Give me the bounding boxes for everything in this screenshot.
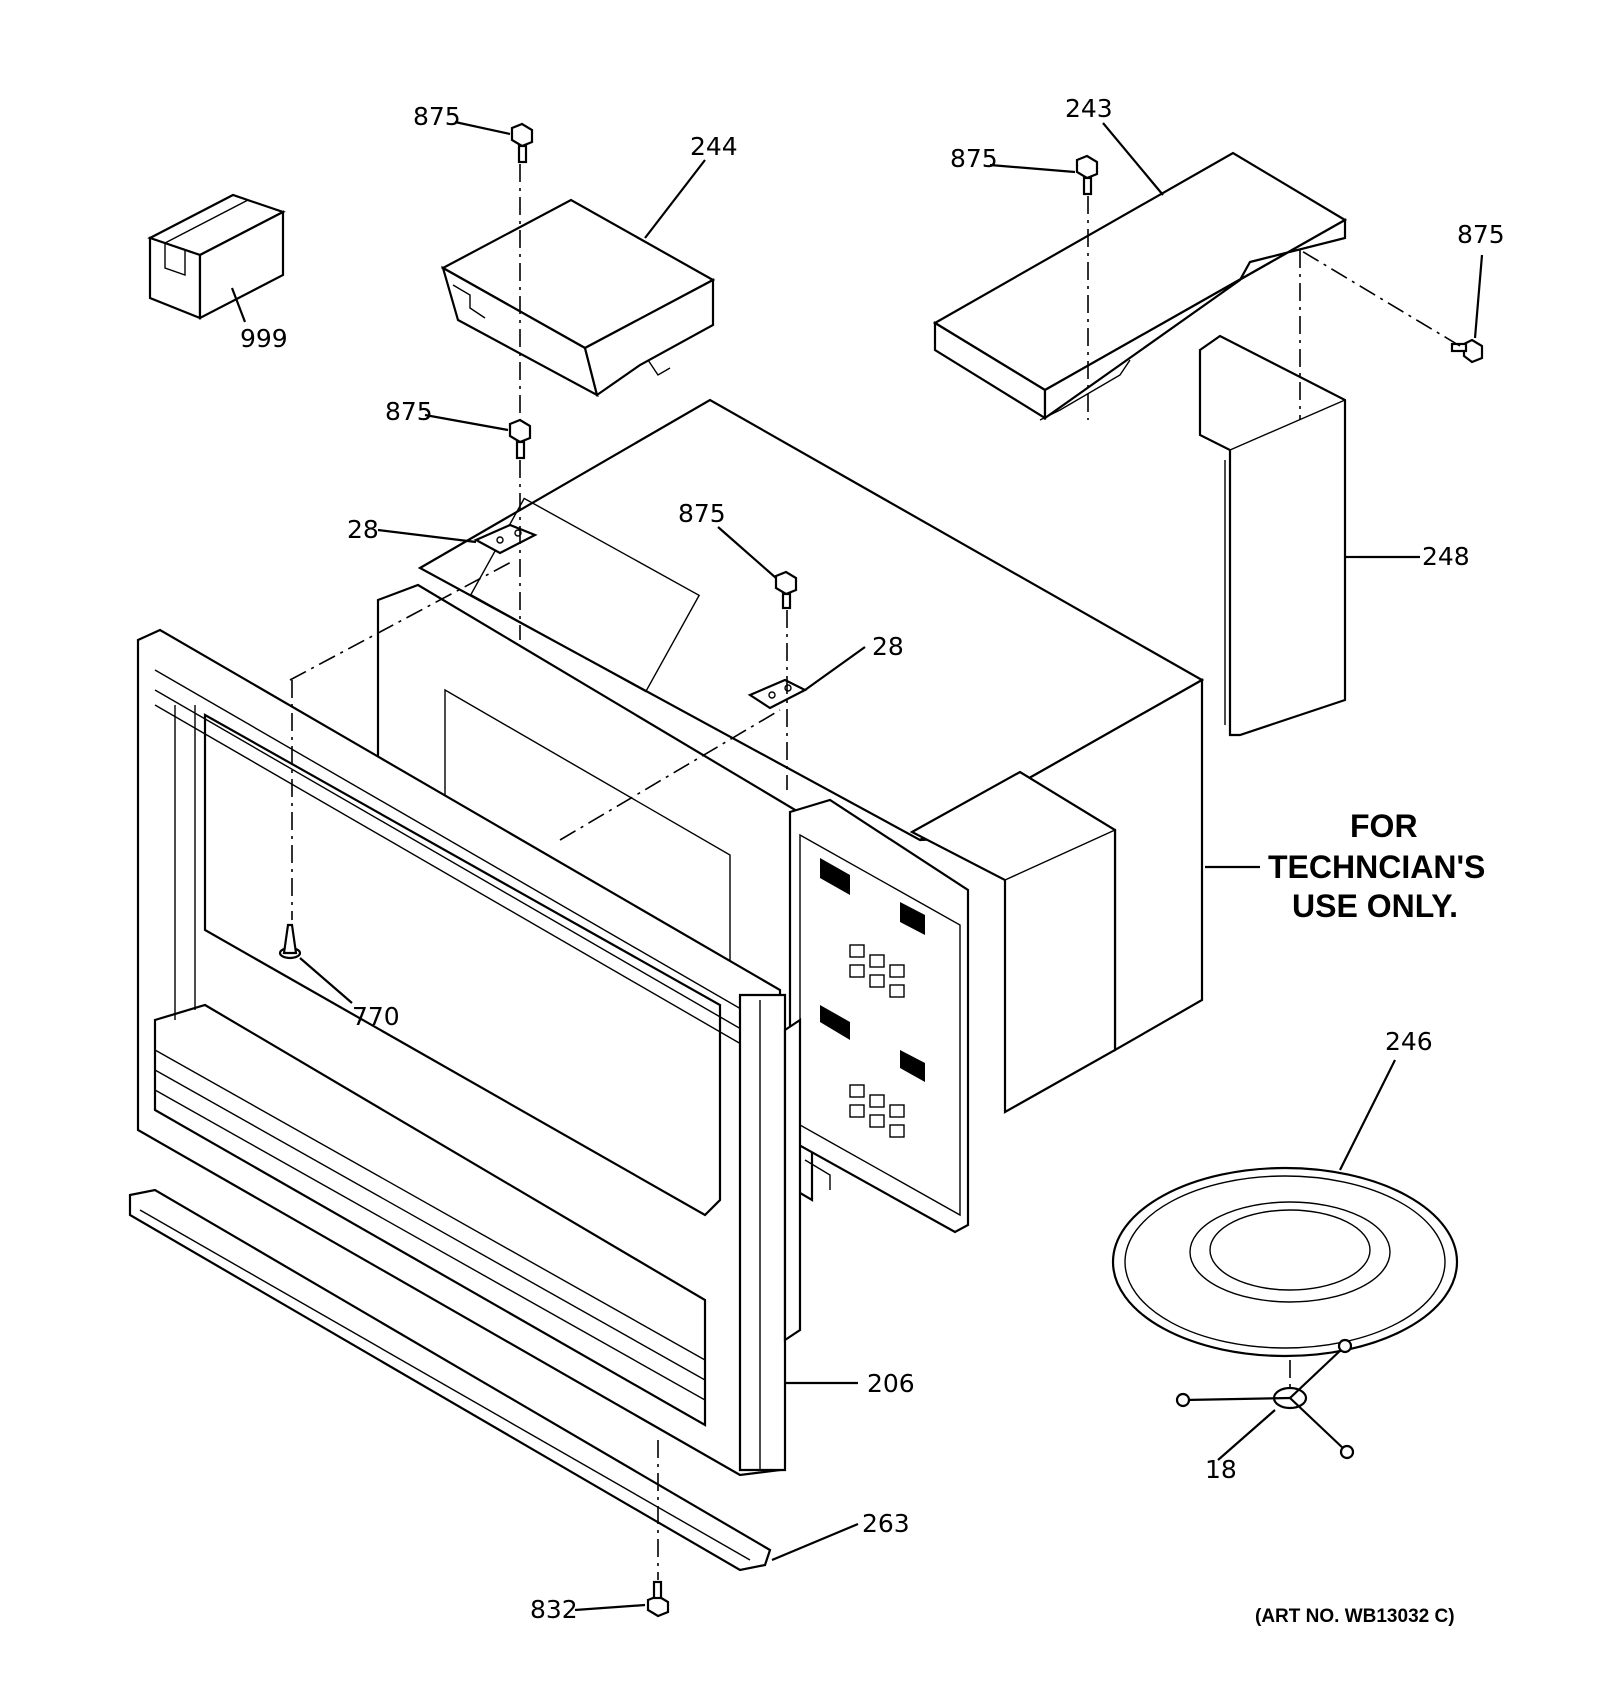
- callout-832: 832: [530, 1595, 578, 1624]
- leader-lines: [230, 120, 1484, 1612]
- part-248-side-panel: [1198, 334, 1347, 737]
- callout-labels: 875 244 243 875 875 999 875 28 875 28 24…: [240, 94, 1505, 1624]
- callout-875: 875: [413, 102, 461, 131]
- screw-875-right: [1450, 338, 1484, 364]
- art-number: (ART NO. WB13032 C): [1255, 1606, 1455, 1627]
- screw-875-center: [774, 570, 798, 610]
- callout-206: 206: [867, 1369, 915, 1398]
- callout-243: 243: [1065, 94, 1113, 123]
- technician-note: FOR TECHNCIAN'S USE ONLY.: [1268, 808, 1485, 924]
- callout-875: 875: [385, 397, 433, 426]
- callout-999: 999: [240, 324, 288, 353]
- part-263-bottom-trim: [128, 1188, 772, 1572]
- screw-875-mid-left: [508, 418, 532, 460]
- part-999-box: [147, 193, 286, 320]
- note-line-3: USE ONLY.: [1292, 888, 1458, 924]
- screw-770: [278, 923, 302, 960]
- callout-28: 28: [872, 632, 904, 661]
- screw-875-top-center: [1075, 154, 1099, 196]
- part-244-vent-cover: [440, 198, 716, 398]
- callout-875: 875: [1457, 220, 1505, 249]
- part-18-roller-support: [1175, 1338, 1355, 1460]
- callout-875: 875: [950, 144, 998, 173]
- screw-875-top-left: [510, 122, 534, 164]
- part-246-glass-tray: [1111, 1166, 1459, 1358]
- callout-244: 244: [690, 132, 738, 161]
- assembly-guide-lines: [289, 164, 1461, 1580]
- callout-248: 248: [1422, 542, 1470, 571]
- callout-263: 263: [862, 1509, 910, 1538]
- callout-28: 28: [347, 515, 379, 544]
- callout-18: 18: [1205, 1455, 1237, 1484]
- note-line-1: FOR: [1350, 808, 1418, 844]
- callout-246: 246: [1385, 1027, 1433, 1056]
- callout-875: 875: [678, 499, 726, 528]
- part-243-top-cover: [932, 151, 1348, 421]
- screw-832: [646, 1580, 670, 1618]
- callout-770: 770: [352, 1002, 400, 1031]
- part-206-trim-frame: [136, 628, 802, 1477]
- note-line-2: TECHNCIAN'S: [1268, 849, 1485, 885]
